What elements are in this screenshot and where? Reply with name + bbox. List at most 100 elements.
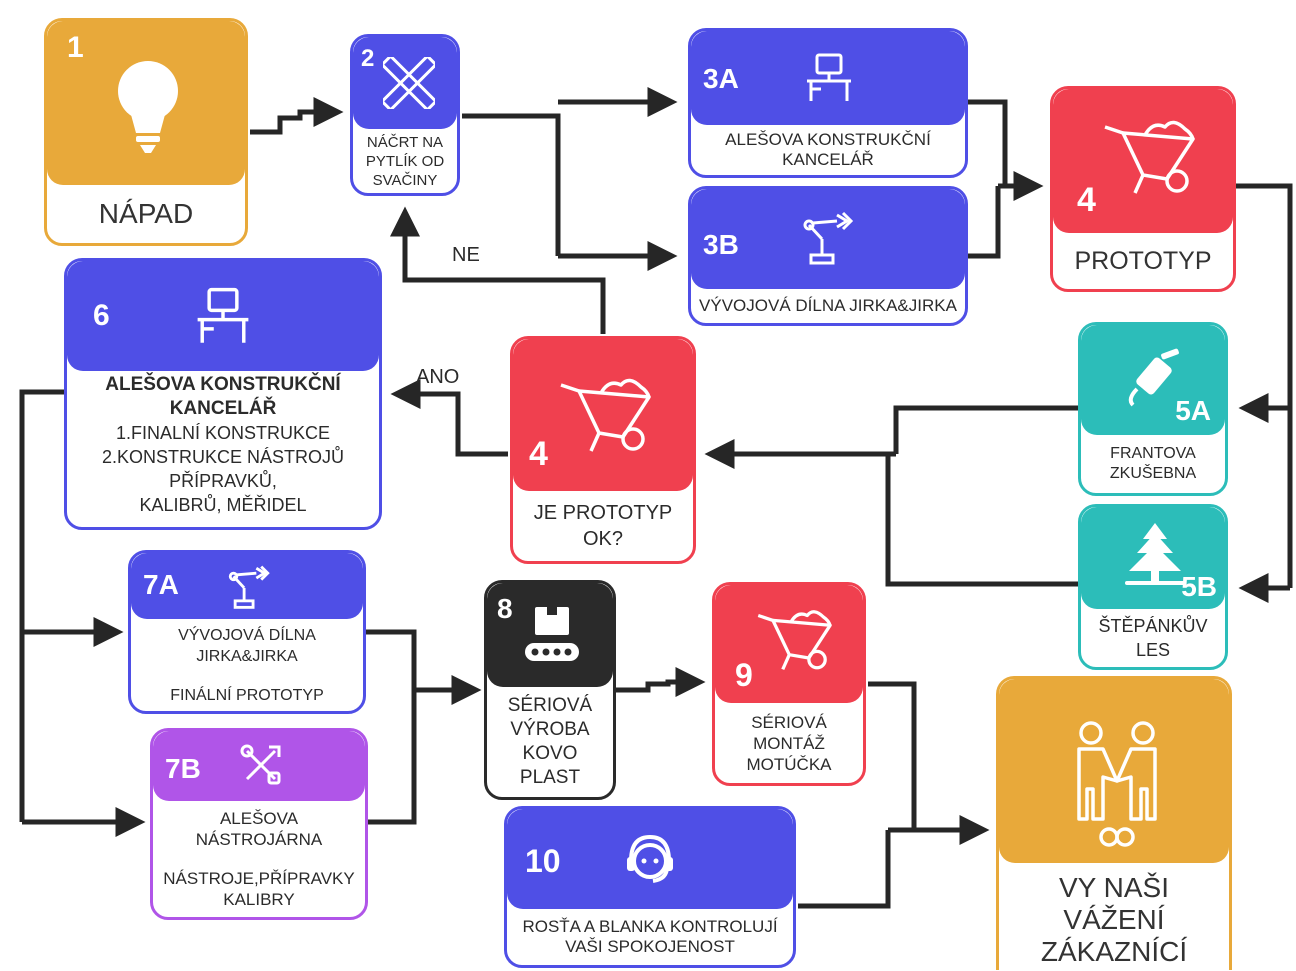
node-number: 5A [1175,395,1211,426]
edge-7b-to-8 [368,690,417,825]
node-text-line: KOVO [522,743,578,764]
node-number: 7B [165,753,201,784]
edge-3b-to-4 [968,186,1001,259]
node-text-line: PYTLÍK OD [365,152,445,170]
node-text-line: SÉRIOVÁ [751,712,827,732]
edge-6-split [19,389,64,822]
node-text-line: SÉRIOVÁ [507,695,593,716]
node-number: 2 [361,45,375,72]
node-7b-toolshop[interactable]: 7B ALEŠOVA NÁSTROJÁRNA NÁSTROJE,PŘÍPRAVK… [150,728,368,920]
node-text-line: ALEŠOVA [219,809,299,828]
node-title-line: KANCELÁŘ [169,398,277,419]
node-3a-office[interactable]: 3A ALEŠOVA KONSTRUKČNÍ KANCELÁŘ [688,28,968,178]
edge-check-yes [390,379,508,457]
node-number: 7A [143,569,179,600]
node-1-idea[interactable]: 1 NÁPAD [44,18,248,246]
node-number: 6 [93,299,110,332]
node-text-line: FINÁLNÍ PROTOTYP [170,686,324,704]
node-8-production[interactable]: 8 SÉRIOVÁ VÝROBA KOVO PLAST [484,580,616,800]
headset-icon [627,834,673,883]
node-9-assembly[interactable]: 9 SÉRIOVÁ MONTÁŽ MOTÚČKA [712,582,866,786]
conveyor-icon [525,607,579,661]
edge-2-split [462,113,561,256]
node-text-line: LES [1135,640,1171,660]
desk-computer-icon [807,53,851,101]
lightbulb-icon [118,61,178,153]
edge-10-to-customers [798,830,891,909]
edge-5a-to-check [893,405,1078,454]
node-4-prototype[interactable]: 4 PROTOTYP [1050,86,1236,292]
node-text-line: 2.KONSTRUKCE NÁSTROJŮ [101,447,345,467]
node-text-line: MONTÁŽ [753,733,825,753]
node-text-line: ROSŤA A BLANKA KONTROLUJÍ [522,917,778,936]
node-text-line: NÁSTROJÁRNA [195,830,323,849]
node-text-line: KALIBRŮ, MĚŘIDEL [139,495,307,515]
node-5b-forest[interactable]: 5B ŠTĚPÁNKŮV LES [1078,504,1228,670]
node-text-line: VAŠI SPOKOJENOST [565,937,735,956]
tools-icon [240,744,281,785]
node-text-line: JE PROTOTYP [533,502,673,524]
wheelbarrow-icon [1104,120,1195,194]
node-7a-workshop[interactable]: 7A VÝVOJOVÁ DÍLNA JIRKA&JIRKA FINÁLNÍ PR… [128,550,366,714]
node-text-line: OK? [582,528,624,550]
node-text-line: JIRKA&JIRKA [196,647,298,665]
node-text-line: VÝVOJOVÁ DÍLNA [178,626,316,644]
node-text-line: ALEŠOVA KONSTRUKČNÍ [725,130,931,149]
robot-arm-icon [803,211,854,265]
edge-5b-to-check [885,454,1078,587]
node-2-sketch[interactable]: 2 NÁČRT NA PYTLÍK OD SVAČINY [350,34,460,196]
node-number: 3B [703,229,739,260]
edge-label-no: NE [452,244,480,266]
handshake-icon [1077,721,1157,847]
node-text-line: VÝROBA [510,719,590,740]
node-title: PROTOTYP [1074,246,1212,275]
node-text-line: 1.FINALNÍ KONSTRUKCE [115,423,331,443]
node-text-line: NÁSTROJE,PŘÍPRAVKY [163,869,355,888]
node-title: NÁPAD [98,198,194,229]
node-text-line: PLAST [519,767,581,788]
edge-1-to-2 [250,97,344,135]
pencil-ruler-icon [383,57,435,109]
node-title-line: ALEŠOVA KONSTRUKČNÍ [105,374,341,395]
node-number: 5B [1181,571,1217,602]
node-text-line: VÁŽENÍ [1063,903,1165,935]
edge-7a-to-8 [366,629,417,690]
edge-label-yes: ANO [416,366,460,388]
node-text-line: NÁČRT NA [366,133,444,151]
node-text-line: PŘÍPRAVKŮ, [169,471,277,491]
node-text-line: SVAČINY [372,171,438,189]
tree-icon [1125,523,1185,585]
node-text-line: FRANTOVA [1110,445,1196,462]
node-5a-testing[interactable]: 5A FRANTOVA ZKUŠEBNA [1078,322,1228,496]
node-text-line: VÝVOJOVÁ DÍLNA JIRKA&JIRKA [699,296,957,315]
wheelbarrow-icon [560,378,651,452]
fuel-nozzle-icon [1128,348,1179,407]
node-number: 4 [529,435,548,473]
node-number: 3A [703,63,739,94]
node-number: 8 [497,593,513,624]
node-text-line: ZKUŠEBNA [1109,465,1197,482]
node-text-line: ZÁKAZNÍCÍ [1040,935,1188,967]
edge-4-to-5 [1236,183,1293,588]
node-number: 1 [67,31,84,64]
node-text-line: MOTÚČKA [746,754,832,774]
node-text-line: KANCELÁŘ [782,150,874,169]
node-6-office[interactable]: 6 ALEŠOVA KONSTRUKČNÍ KANCELÁŘ 1.FINALNÍ… [64,258,382,530]
node-number: 9 [735,657,753,693]
node-text-line: ŠTĚPÁNKŮV [1098,616,1208,636]
wheelbarrow-icon [757,610,832,671]
node-4-check[interactable]: 4 JE PROTOTYP OK? [510,336,696,564]
node-number: 10 [525,843,561,879]
node-text-line: VY NAŠI [1059,871,1169,903]
robot-arm-icon [228,565,270,609]
node-10-satisfaction[interactable]: 10 ROSŤA A BLANKA KONTROLUJÍ VAŠI SPOKOJ… [504,806,796,968]
edge-check-no [390,206,606,334]
node-number: 4 [1077,181,1096,219]
node-customers[interactable]: VY NAŠI VÁŽENÍ ZÁKAZNÍCÍ [996,676,1232,970]
node-3b-workshop[interactable]: 3B VÝVOJOVÁ DÍLNA JIRKA&JIRKA [688,186,968,326]
desk-computer-icon [197,287,249,343]
edge-9-to-customers [868,681,917,830]
edge-3a-to-4 [968,99,1008,186]
